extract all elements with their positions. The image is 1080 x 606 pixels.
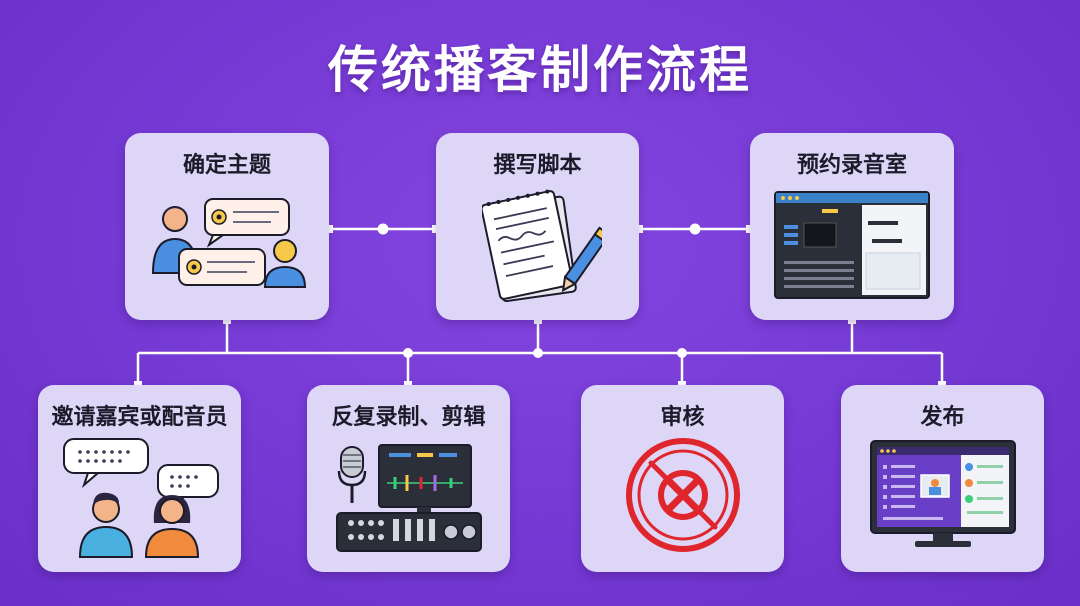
step-card-record-edit: 反复录制、剪辑: [307, 385, 510, 572]
notepad-pen-icon: [482, 183, 602, 308]
step-label: 反复录制、剪辑: [307, 399, 510, 431]
step-label: 发布: [841, 399, 1044, 431]
guests-chat-icon: [58, 437, 224, 561]
step-label: 预约录音室: [750, 147, 954, 179]
step-card-define-topic: 确定主题: [125, 133, 329, 320]
step-card-publish: 发布: [841, 385, 1044, 572]
mic-mixer-icon: [333, 441, 485, 553]
step-card-write-script: 撰写脚本: [436, 133, 639, 320]
step-label: 邀请嘉宾或配音员: [38, 399, 241, 431]
step-label: 确定主题: [125, 147, 329, 179]
booking-screen-icon: [774, 191, 930, 299]
step-label: 撰写脚本: [436, 147, 639, 179]
step-card-review: 审核: [581, 385, 784, 572]
chat-people-icon: [149, 195, 309, 295]
publish-monitor-icon: [869, 439, 1017, 551]
reject-stamp-icon: [625, 437, 741, 553]
step-label: 审核: [581, 399, 784, 431]
step-card-invite-guests: 邀请嘉宾或配音员: [38, 385, 241, 572]
step-card-book-studio: 预约录音室: [750, 133, 954, 320]
